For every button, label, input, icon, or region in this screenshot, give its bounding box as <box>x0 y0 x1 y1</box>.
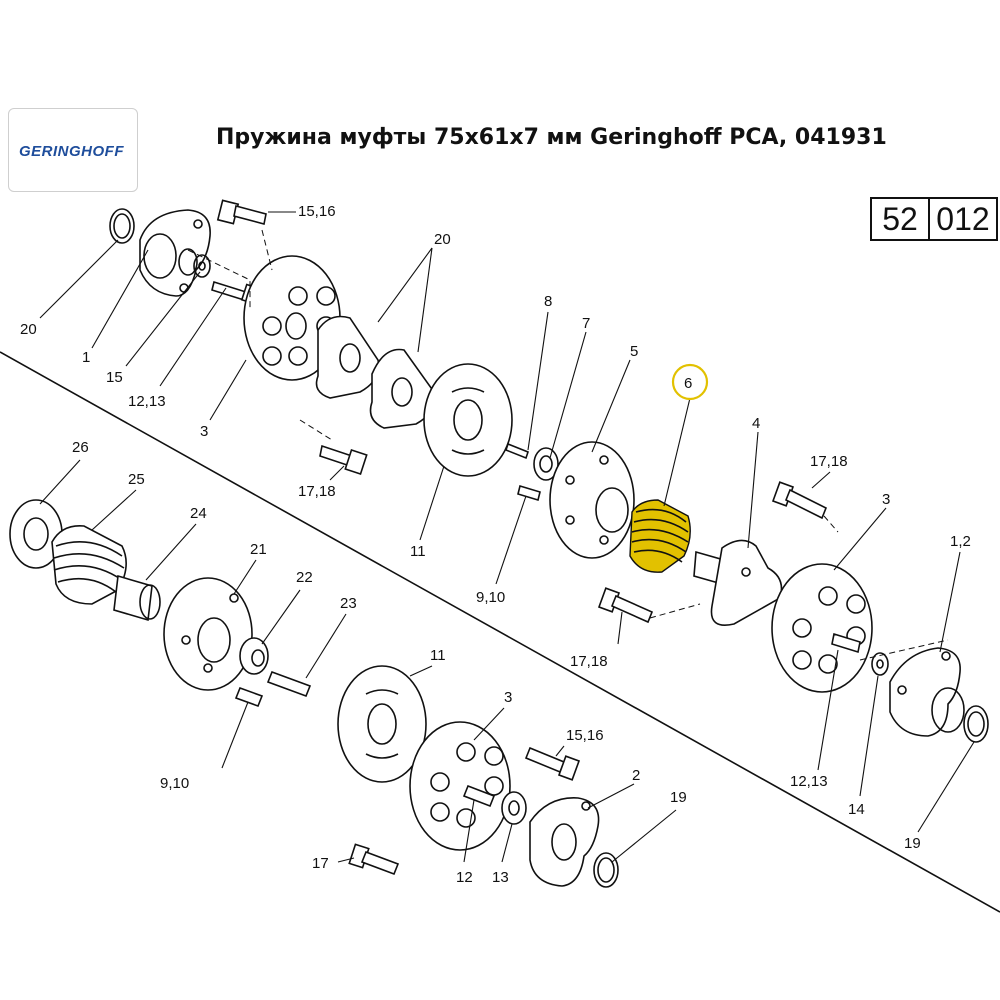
page-number-box: 52 012 <box>870 197 998 241</box>
page-title: Пружина муфты 75x61x7 мм Geringhoff PCA,… <box>216 125 887 150</box>
callout-12-13-right: 12,13 <box>790 773 828 790</box>
callout-20-upper-left: 20 <box>20 321 37 338</box>
part-cap-7 <box>533 447 559 481</box>
part-bolt-8 <box>505 442 529 460</box>
part-bolt-23 <box>266 670 312 698</box>
callout-2: 2 <box>632 767 640 784</box>
part-flange-2-lower <box>529 797 600 887</box>
part-splined-shaft-24 <box>113 574 161 622</box>
part-disc-11-upper <box>423 363 513 477</box>
part-washer-15 <box>193 254 211 278</box>
part-hub-21 <box>163 577 253 691</box>
callout-9-10-upper: 9,10 <box>476 589 505 606</box>
callout-12-13-upper: 12,13 <box>128 393 166 410</box>
callout-19-lower: 19 <box>670 789 687 806</box>
part-bolt-15-16-lower <box>524 746 581 781</box>
callout-20-upper: 20 <box>434 231 451 248</box>
callout-26: 26 <box>72 439 89 456</box>
part-bolt-17-18-upper <box>319 444 368 475</box>
part-bolt-9-10-upper <box>517 484 541 502</box>
callout-21: 21 <box>250 541 267 558</box>
callout-22: 22 <box>296 569 313 586</box>
callout-1: 1 <box>82 349 90 366</box>
part-coupling-disc-3-upper <box>243 255 341 381</box>
callout-5: 5 <box>630 343 638 360</box>
part-ring-19-right <box>963 705 989 743</box>
callout-14: 14 <box>848 801 865 818</box>
part-flange-1-2-right <box>889 647 965 737</box>
part-spring-25 <box>51 525 127 605</box>
callout-9-10-lower: 9,10 <box>160 775 189 792</box>
part-coupling-disc-3-right <box>771 563 873 693</box>
geringhoff-logo: GERINGHOFF <box>19 143 124 160</box>
callout-25: 25 <box>128 471 145 488</box>
part-washer-14 <box>871 652 889 676</box>
leader-lines <box>39 211 975 863</box>
callout-15-upper: 15 <box>106 369 123 386</box>
callout-19-right: 19 <box>904 835 921 852</box>
callout-24: 24 <box>190 505 207 522</box>
callout-3-upper: 3 <box>200 423 208 440</box>
callout-8: 8 <box>544 293 552 310</box>
part-disc-11-lower <box>337 665 427 783</box>
callout-3-lower: 3 <box>504 689 512 706</box>
part-bolt-17-18-mid <box>597 587 654 624</box>
part-bolt-12-lower <box>462 784 496 808</box>
part-flange-1 <box>139 209 211 297</box>
part-washer-13-lower <box>501 791 527 825</box>
callout-labels: 20 1 15 12,13 15,16 3 20 17,18 11 8 7 5 … <box>20 203 971 886</box>
part-ring-19-lower <box>593 852 619 888</box>
callout-17-18-right: 17,18 <box>810 453 848 470</box>
part-bolt-9-10-lower <box>234 686 264 708</box>
callout-1-2-right: 1,2 <box>950 533 971 550</box>
page-number-right: 012 <box>936 200 990 237</box>
part-cap-22 <box>239 637 269 675</box>
callout-17-18-upper: 17,18 <box>298 483 336 500</box>
part-coupling-disc-3-lower <box>409 721 511 851</box>
callout-17-18-mid: 17,18 <box>570 653 608 670</box>
callout-13-lower: 13 <box>492 869 509 886</box>
callout-12-lower: 12 <box>456 869 473 886</box>
part-bolt-17-lower <box>348 843 400 876</box>
callout-11-lower: 11 <box>430 647 446 664</box>
part-hub-5 <box>549 441 635 559</box>
callout-15-16-upper: 15,16 <box>298 203 336 220</box>
section-divider <box>0 351 1000 913</box>
callout-11-upper: 11 <box>410 543 426 560</box>
part-spring-6 <box>629 499 691 573</box>
part-plate-20-a <box>315 315 380 399</box>
part-plate-4 <box>693 539 783 626</box>
callout-7: 7 <box>582 315 590 332</box>
logo-box: GERINGHOFF <box>8 108 138 192</box>
page-number-left: 52 <box>872 199 930 239</box>
callout-23: 23 <box>340 595 357 612</box>
callout-4: 4 <box>752 415 760 432</box>
part-bolt-17-18-right-top <box>771 481 828 520</box>
part-ring-20 <box>109 208 135 244</box>
callout-6: 6 <box>684 375 692 392</box>
part-bolt-15-16-upper <box>216 199 267 225</box>
callout-17-lower: 17 <box>312 855 329 872</box>
callout-6-highlight-ring <box>671 363 709 401</box>
part-bolt-12-13-right <box>831 632 861 654</box>
callout-15-16-lower: 15,16 <box>566 727 604 744</box>
callout-3-right: 3 <box>882 491 890 508</box>
